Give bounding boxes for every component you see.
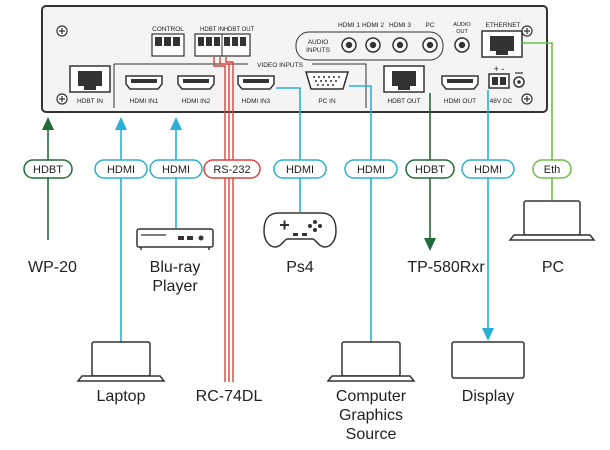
power-port-label: 48V DC [490,98,513,105]
tag-hdmi-out-label: HDMI [474,164,502,176]
panel-body [41,5,548,113]
hdbt-out-terminal-label: HDBT OUT [224,27,255,33]
device-wp20-label: WP-20 [28,259,77,276]
pc-laptop-icon [508,200,596,241]
tag-hdbt-out: HDBT [405,159,455,179]
device-bluray-label-line1: Blu-ray [150,259,201,276]
hdmi-out-port-label: HDMI OUT [444,98,476,105]
hdmi-input-ports[interactable] [125,75,275,90]
svg-text:+ -: + - [494,64,505,74]
hdbt-in-terminal-label: HDBT IN [200,27,224,33]
control-label: CONTROL [152,26,184,33]
audio-in-pc-label: PC [425,22,434,29]
laptop-icon [76,341,166,382]
tag-rs232: RS-232 [203,159,261,179]
hdbt-in-port-label: HDBT IN [77,98,103,105]
device-bluray-label-line2: Player [152,278,198,295]
cable-tags: HDBT HDMI HDMI RS-232 HDMI HDMI HDBT HD [23,159,572,179]
ethernet-port-icon[interactable] [481,30,523,58]
rs232-cable [213,57,234,382]
audio-out-label-line2: OUT [456,29,468,35]
audio-in-2-label: HDMI 2 [362,22,384,29]
device-tp580-label: TP-580Rxr [407,259,485,276]
video-inputs-label: VIDEO INPUTS [257,62,304,69]
hdbt-out-arrow-icon [424,238,436,251]
audio-in-1-label: HDMI 1 [338,22,360,29]
device-ps4-label: Ps4 [286,259,314,276]
tag-pc-in: HDMI [344,159,398,179]
tag-hdmi-in3: HDMI [273,159,327,179]
hdmi-in2-arrow-icon [170,117,182,130]
hdmi-in1-arrow-icon [115,117,127,130]
device-laptop-label: Laptop [97,388,146,405]
panel-screw-icons [56,25,533,105]
device-graphics-label-line1: Computer [336,388,407,405]
tag-hdmi-in1-label: HDMI [107,164,135,176]
tag-pc-in-label: HDMI [357,164,385,176]
power-connector-icon[interactable]: + - [488,64,525,89]
hdmi-out-port[interactable] [441,75,479,90]
audio-inputs-group [295,31,444,61]
tag-hdmi-out: HDMI [461,159,515,179]
bluray-player-icon [136,228,214,250]
rear-panel: CONTROL HDBT IN HDBT OUT AUDIO INPUTS HD… [41,5,548,113]
pc-in-cable [349,85,372,345]
gamepad-icon [263,212,337,248]
device-pc-label: PC [542,259,564,276]
audio-jack-icons[interactable] [341,37,470,53]
tag-hdmi-in1: HDMI [94,159,148,179]
ethernet-label: ETHERNET [485,22,520,29]
tag-ethernet: Eth [532,159,572,179]
video-inputs-bracket [113,63,367,108]
hdmi-in1-port-label: HDMI IN1 [130,98,159,105]
control-terminal[interactable] [151,33,185,57]
device-rc74-label: RC-74DL [196,388,263,405]
device-graphics-label-line2: Graphics [339,407,403,424]
hdmi-in2-port-label: HDMI IN2 [182,98,211,105]
hdbt-out-port[interactable] [383,65,425,93]
tag-hdmi-in2: HDMI [149,159,203,179]
hdmi-out-arrow-icon [482,328,494,341]
audio-in-3-label: HDMI 3 [389,22,411,29]
hdbt-out-port-label: HDBT OUT [387,98,420,105]
tag-ethernet-label: Eth [544,164,561,176]
device-graphics-label-line3: Source [346,426,397,443]
tag-hdbt-out-label: HDBT [415,164,445,176]
graphics-source-laptop-icon [326,341,416,382]
hdmi-in3-port-label: HDMI IN3 [242,98,271,105]
tag-hdbt-in: HDBT [23,159,73,179]
tag-hdmi-in3-label: HDMI [286,164,314,176]
vga-port-icon[interactable] [304,71,350,90]
display-monitor-icon [451,341,525,379]
hdbt-in-port[interactable] [69,65,111,93]
hdbt-in-arrow-icon [42,117,54,130]
tag-hdmi-in2-label: HDMI [162,164,190,176]
tag-rs232-label: RS-232 [213,164,250,176]
tag-hdbt-in-label: HDBT [33,164,63,176]
ethernet-cable [522,42,553,200]
pc-in-port-label: PC IN [318,98,336,105]
device-display-label: Display [462,388,514,405]
audio-inputs-label-line1: AUDIO [308,39,329,46]
audio-out-label-line1: AUDIO [453,22,471,28]
audio-inputs-label-line2: INPUTS [306,47,331,54]
rs232-terminal[interactable] [194,33,251,57]
